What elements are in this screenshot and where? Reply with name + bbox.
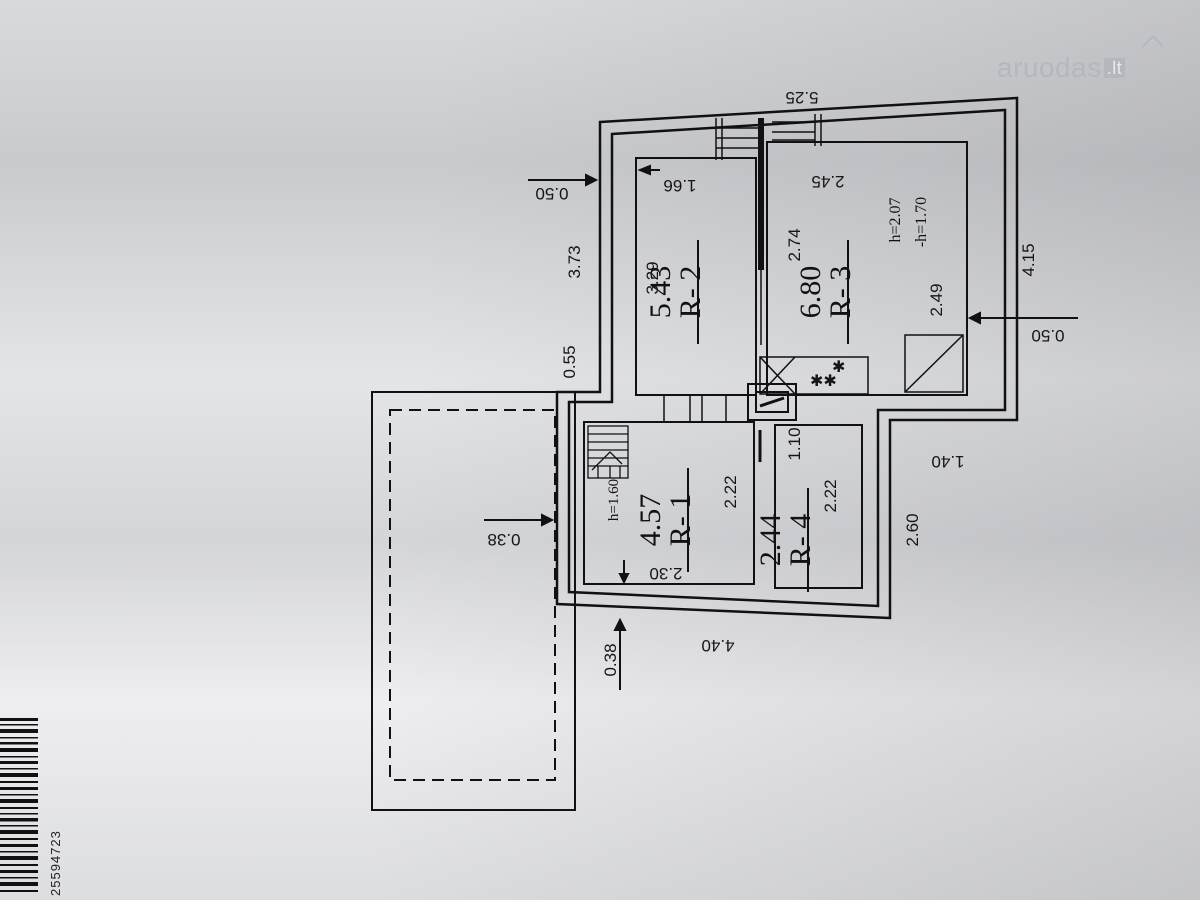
- dim-top-width: 5.25: [785, 88, 818, 107]
- r3-height-a: h=2.07: [887, 197, 904, 242]
- room-r2-area: 5.43: [644, 266, 677, 319]
- r3-height-b: -h=1.70: [913, 197, 930, 247]
- barcode-number: 25594723: [48, 830, 63, 896]
- dim-arrow-left-lower: [484, 513, 555, 527]
- window-top-right: [772, 114, 822, 146]
- dim-arrow-left-upper: [528, 173, 599, 187]
- barcode: [0, 718, 38, 892]
- cabinet-r3: [904, 334, 964, 393]
- room-r2-label: R- 2 5.43: [644, 240, 707, 344]
- dim-r1-depth-a: 2.22: [721, 475, 740, 508]
- dim-left-upper-offset: 0.50: [535, 184, 568, 203]
- room-r4-id: R- 4: [784, 514, 817, 567]
- svg-text:✱: ✱: [832, 359, 845, 376]
- stove-with-hatching: ✱✱ ✱: [759, 356, 869, 395]
- room-r4-area: 2.44: [754, 514, 787, 567]
- window-top-left: [715, 118, 760, 160]
- dim-r4-width: 1.10: [785, 427, 804, 460]
- dim-bottom-width: 4.40: [701, 636, 734, 655]
- dim-left-upper: 3.73: [565, 245, 584, 278]
- outer-wall-inner-line: [567, 108, 1007, 608]
- dim-r2-width: 1.66: [663, 176, 696, 195]
- room-r1-area: 4.57: [634, 494, 667, 547]
- chimney-block: [747, 383, 797, 421]
- dim-r1-width: 2.30: [649, 564, 682, 583]
- dim-right-upper-offset: 0.50: [1031, 326, 1064, 345]
- room-r3-label: R- 3 6.80: [794, 240, 857, 344]
- dim-left-lower-offset: 0.38: [487, 530, 520, 549]
- svg-text:✱✱: ✱✱: [810, 373, 837, 390]
- stairs-r1: [587, 425, 629, 479]
- room-r4-outline: [774, 424, 863, 589]
- dim-r2-depth: 3.29: [643, 261, 662, 294]
- watermark-brand: aruodas: [997, 52, 1102, 83]
- room-r3-outline: [766, 141, 968, 396]
- room-r1-outline: [583, 421, 755, 585]
- dim-bottom-offset: 0.38: [601, 643, 620, 676]
- doorway-r1-r2: [663, 395, 727, 422]
- dim-arrow-right-upper: [967, 311, 1078, 325]
- dim-r3-width: 2.45: [811, 172, 844, 191]
- room-r1-label: R- 1 4.57: [634, 468, 697, 572]
- dim-r3-depth-lower: 2.49: [927, 283, 946, 316]
- dim-r4-depth: 2.22: [821, 479, 840, 512]
- room-r3-id: R- 3: [824, 266, 857, 319]
- room-r2-outline: [635, 157, 757, 396]
- dim-arrow-r2: [637, 164, 660, 176]
- dim-r3-depth-upper: 2.74: [785, 228, 804, 261]
- room-r2-id: R- 2: [674, 266, 707, 319]
- dim-right-lower: 2.60: [903, 513, 922, 546]
- dim-arrow-r1: [618, 560, 630, 585]
- terrace-dashed: [389, 409, 556, 781]
- r1-ceiling: h=1.60: [606, 479, 622, 521]
- aruodas-watermark-logo: aruodas.lt: [997, 34, 1165, 84]
- dim-left-step: 0.55: [560, 345, 579, 378]
- dim-right-upper: 4.15: [1019, 243, 1038, 276]
- watermark-tld: .lt: [1103, 58, 1126, 78]
- room-r3-area: 6.80: [794, 266, 827, 319]
- dim-right-step: 1.40: [931, 452, 964, 471]
- outer-wall-outer-line: [555, 96, 1019, 620]
- room-r1-id: R- 1: [664, 494, 697, 547]
- terrace-outer: [371, 391, 576, 811]
- room-r4-label: R- 4 2.44: [754, 488, 817, 592]
- dim-arrow-bottom: [613, 617, 627, 690]
